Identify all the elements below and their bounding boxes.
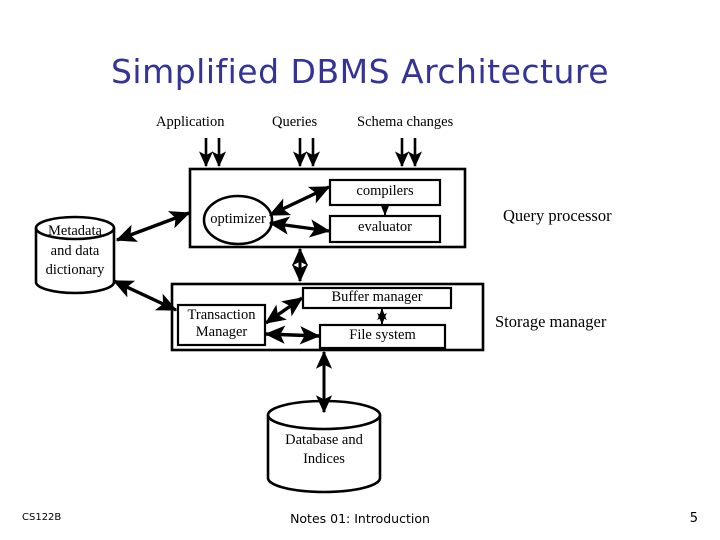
metadata-cylinder bbox=[34, 215, 116, 295]
evaluator-label: evaluator bbox=[358, 219, 412, 235]
database-cylinder bbox=[266, 399, 382, 494]
input-arrows-queries bbox=[292, 138, 321, 168]
page-title: Simplified DBMS Architecture bbox=[110, 52, 610, 91]
storage-manager-box bbox=[170, 282, 485, 352]
compilers-label: compilers bbox=[356, 183, 414, 199]
database-label-line2: Indices bbox=[303, 451, 345, 467]
input-label-schema-changes: Schema changes bbox=[357, 114, 454, 130]
query-processor-box bbox=[188, 167, 467, 249]
transaction-manager-label-line2: Manager bbox=[195, 324, 248, 340]
metadata-label-line2: and data bbox=[50, 243, 100, 259]
footer-notes-title: Notes 01: Introduction bbox=[290, 511, 430, 526]
footer-course-code: CS122B bbox=[22, 512, 62, 523]
input-arrows-application bbox=[198, 138, 227, 168]
input-label-queries: Queries bbox=[272, 114, 318, 130]
footer-page-number: 5 bbox=[689, 511, 698, 526]
optimizer-compilers-arrow bbox=[268, 185, 331, 217]
transaction-buffer-arrow bbox=[264, 296, 304, 325]
metadata-storage-arrow bbox=[112, 279, 178, 312]
optimizer-label: optimizer bbox=[210, 211, 266, 227]
input-label-application: Application bbox=[156, 114, 225, 130]
transaction-manager-label-line1: Transaction bbox=[187, 307, 256, 323]
file-system-label: File system bbox=[349, 327, 416, 343]
input-arrows-schema-changes bbox=[394, 138, 423, 168]
transaction-filesystem-arrow bbox=[264, 325, 321, 345]
query-processor-side-label: Query processor bbox=[503, 206, 612, 225]
storage-manager-side-label: Storage manager bbox=[495, 312, 607, 331]
metadata-label-line1: Metadata bbox=[48, 223, 102, 239]
metadata-query-arrow bbox=[115, 211, 191, 242]
database-label-line1: Database and bbox=[285, 432, 363, 448]
optimizer-evaluator-arrow bbox=[268, 216, 331, 238]
transaction-manager-box bbox=[176, 303, 267, 347]
buffer-manager-label: Buffer manager bbox=[331, 289, 423, 305]
metadata-label-line3: dictionary bbox=[45, 262, 105, 278]
